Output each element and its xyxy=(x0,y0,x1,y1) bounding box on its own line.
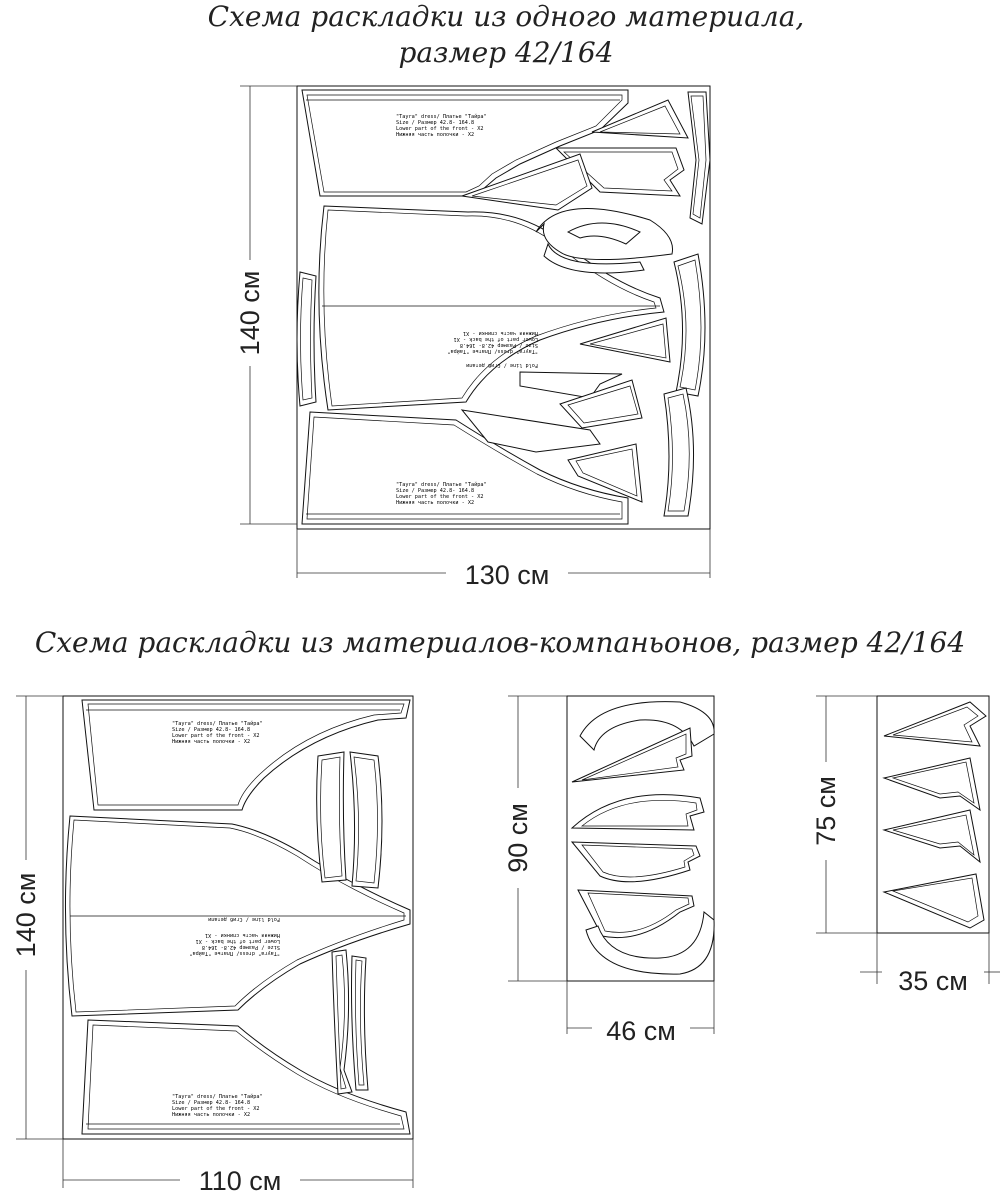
layout-single-material: "Tayra" dress/ Платье "Тайра" Size / Раз… xyxy=(235,85,711,590)
pieces-lower-small xyxy=(460,317,671,503)
label-front-bot-1: "Tayra" dress/ Платье "Тайра" xyxy=(396,482,487,488)
label-main-fold: Fold line / Сгиб детали xyxy=(208,916,280,923)
label-main-bot-3: Lower part of the front - X2 xyxy=(172,1106,259,1112)
label-back-mid-4: Нижняя часть спинки - X1 xyxy=(463,330,538,336)
label-main-bot-4: Нижняя часть полочки - X2 xyxy=(172,1112,250,1118)
label-front-bot-4: Нижняя часть полочки - X2 xyxy=(396,500,474,506)
dim-comp2-height: 75 см xyxy=(811,776,841,846)
label-front-bot-2: Size / Размер 42.8- 164.8 xyxy=(396,488,474,494)
fabric-sheet-46x90 xyxy=(566,695,715,982)
layout-companion-35x75: 75 см 35 см xyxy=(811,695,1000,996)
label-back-mid-3: Lower part of the back - X1 xyxy=(454,336,538,342)
label-main-back-3: Lower part of the back - X1 xyxy=(196,938,280,944)
piece-main-back: "Tayra" dress/ Платье "Тайра" Size / Раз… xyxy=(64,815,411,1017)
dimension-height-comp1: 90 см xyxy=(503,695,567,982)
piece-main-front-bottom: "Tayra" dress/ Платье "Тайра" Size / Раз… xyxy=(81,1019,411,1135)
dimension-height-comp2: 75 см xyxy=(811,695,877,934)
piece-main-front-top: "Tayra" dress/ Платье "Тайра" Size / Раз… xyxy=(81,699,411,811)
label-back-mid-1: "Tayra" dress/ Платье "Тайра" xyxy=(447,348,538,354)
pieces-upper-small xyxy=(461,91,711,274)
dimension-width-single: 130 см xyxy=(296,529,711,590)
label-main-back-2: Size / Размер 42.8- 164.8 xyxy=(202,944,280,950)
label-front-bot-3: Lower part of the front - X2 xyxy=(396,494,483,500)
pieces-main-vertical xyxy=(316,751,383,1095)
dimension-width-main: 110 см xyxy=(62,1139,414,1192)
fabric-sheet-35x75 xyxy=(876,695,990,934)
piece-front-bottom: "Tayra" dress/ Платье "Тайра" Size / Раз… xyxy=(301,411,629,525)
dimension-height-main: 140 см xyxy=(11,695,63,1140)
label-back-mid-2: Size / Размер 42.8- 164.8 xyxy=(460,342,538,348)
dim-comp2-width: 35 см xyxy=(898,966,968,996)
dimension-height-single: 140 см xyxy=(235,85,297,525)
label-main-top-4: Нижняя часть полочки - X2 xyxy=(172,739,250,745)
dimension-width-comp2: 35 см xyxy=(860,933,1000,996)
fabric-sheet-110x140 xyxy=(62,695,414,1140)
dim-main-width: 110 см xyxy=(199,1166,282,1192)
dim-comp1-height: 90 см xyxy=(503,803,533,873)
layout-companion-46x90: 90 см 46 см xyxy=(503,695,715,1046)
label-main-back-4: Нижняя часть спинки - X1 xyxy=(205,932,280,938)
title-single-line1: Схема раскладки из одного материала, xyxy=(208,0,805,33)
label-front-top-1: "Tayra" dress/ Платье "Тайра" xyxy=(396,114,487,120)
title-companion: Схема раскладки из материалов-компаньоно… xyxy=(35,626,965,659)
piece-side-strip xyxy=(296,271,317,407)
title-single-line2: размер 42/164 xyxy=(398,36,613,69)
dim-single-height: 140 см xyxy=(235,271,265,356)
dim-comp1-width: 46 см xyxy=(606,1016,676,1046)
label-main-top-3: Lower part of the front - X2 xyxy=(172,733,259,739)
pieces-right-vertical xyxy=(663,253,706,517)
label-main-top-2: Size / Размер 42.8- 164.8 xyxy=(172,727,250,733)
dimension-width-comp1: 46 см xyxy=(566,981,715,1046)
label-main-bot-1: "Tayra" dress/ Платье "Тайра" xyxy=(172,1094,263,1100)
label-front-top-3: Lower part of the front - X2 xyxy=(396,126,483,132)
dim-main-height: 140 см xyxy=(11,873,41,958)
label-fold-mid: Fold line / Сгиб детали xyxy=(466,362,538,369)
label-main-bot-2: Size / Размер 42.8- 164.8 xyxy=(172,1100,250,1106)
dim-single-width: 130 см xyxy=(465,560,550,590)
piece-front-top: "Tayra" dress/ Платье "Тайра" Size / Раз… xyxy=(301,89,629,197)
label-main-back-1: "Tayra" dress/ Платье "Тайра" xyxy=(189,950,280,956)
label-front-top-4: Нижняя часть полочки - X2 xyxy=(396,132,474,138)
label-front-top-2: Size / Размер 42.8- 164.8 xyxy=(396,120,474,126)
layout-companion-main: "Tayra" dress/ Платье "Тайра" Size / Раз… xyxy=(11,695,414,1192)
fabric-sheet-130x140 xyxy=(296,85,711,530)
label-main-top-1: "Tayra" dress/ Платье "Тайра" xyxy=(172,721,263,727)
